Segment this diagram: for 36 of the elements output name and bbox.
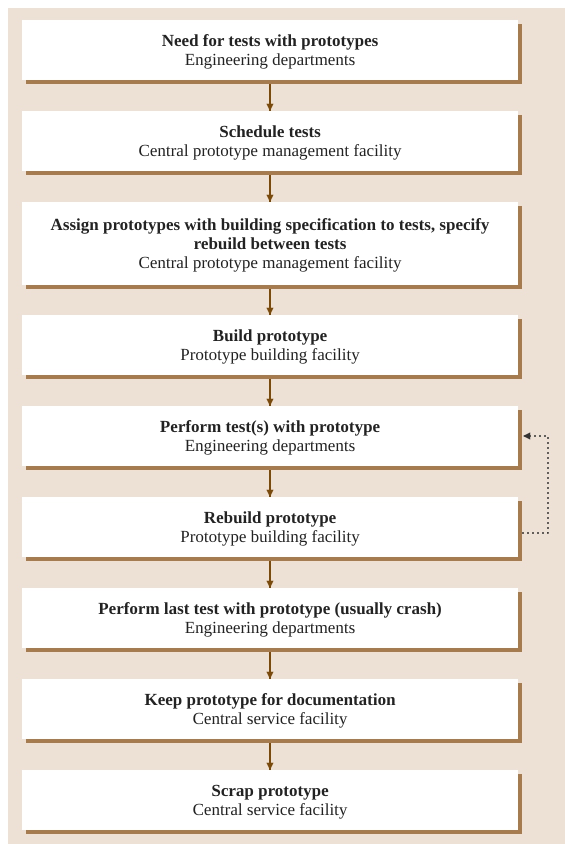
arrow (522, 432, 549, 534)
step-owner: Prototype building facility (180, 345, 360, 364)
arrow (266, 289, 274, 315)
step-owner: Engineering departments (184, 436, 356, 455)
step-owner: Engineering departments (184, 618, 356, 637)
arrow (266, 175, 274, 202)
arrow (266, 652, 274, 679)
step-title: Need for tests with prototypes (162, 31, 378, 50)
process-box (22, 588, 518, 648)
arrow (266, 743, 274, 770)
process-box (22, 202, 518, 285)
step-owner: Engineering departments (184, 50, 356, 69)
step-title: Schedule tests (219, 122, 321, 141)
arrow (266, 379, 274, 406)
process-box (22, 679, 518, 739)
process-box (22, 497, 518, 557)
process-box (22, 315, 518, 375)
step-title: Perform last test with prototype (usually crash) (98, 599, 442, 618)
step-title: Build prototype (212, 326, 328, 345)
step-title: Perform test(s) with prototype (160, 417, 380, 436)
arrow (266, 470, 274, 497)
step-title: Scrap prototype (211, 781, 329, 800)
process-box (22, 20, 518, 80)
step-owner: Central prototype management facility (138, 141, 402, 160)
step-title: Keep prototype for documentation (144, 690, 396, 709)
step-owner: Central service facility (192, 709, 348, 728)
process-box (22, 111, 518, 171)
step-title: Rebuild prototype (204, 508, 336, 527)
step-owner: Central service facility (192, 800, 348, 819)
step-title: Assign prototypes with building specification to tests, specify rebuild between tests (50, 215, 490, 253)
process-box (22, 406, 518, 466)
step-owner: Central prototype management facility (138, 253, 402, 272)
arrow (266, 561, 274, 588)
step-owner: Prototype building facility (180, 527, 360, 546)
process-box (22, 770, 518, 830)
arrow (266, 84, 274, 111)
